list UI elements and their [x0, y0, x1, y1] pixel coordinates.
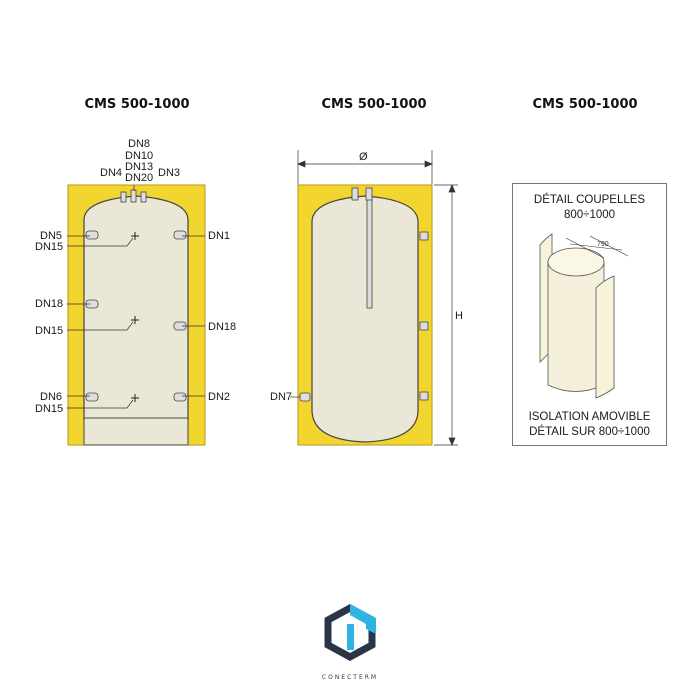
label-dn15-c: DN15: [35, 403, 63, 415]
label-dn13: DN13: [125, 161, 153, 173]
diameter-dimension: [297, 150, 433, 185]
right-shell: [595, 275, 615, 399]
label-diameter: Ø: [359, 151, 368, 163]
label-dn6: DN6: [40, 391, 62, 403]
label-790: 790: [597, 241, 609, 248]
middle-side-fittings: [299, 231, 429, 402]
left-tank-base: [83, 417, 189, 446]
detail-bottom-line1: ISOLATION AMOVIBLE: [528, 411, 651, 423]
left-top-fitting-a: [120, 191, 127, 203]
conecterm-logo-icon: [324, 604, 376, 661]
label-dn1: DN1: [208, 230, 230, 242]
middle-tank-body: [311, 195, 419, 443]
internal-tube: [366, 195, 373, 309]
left-sensor-marks: [131, 232, 139, 402]
detail-bottom-line2: DÉTAIL SUR 800÷1000: [529, 426, 650, 438]
title-middle: CMS 500-1000: [321, 97, 427, 112]
label-dn15-b: DN15: [35, 325, 63, 337]
label-dn4: DN4: [100, 167, 122, 179]
middle-top-fitting-b: [365, 187, 373, 201]
detail-title-line1: DÉTAIL COUPELLES: [533, 194, 646, 206]
label-dn7: DN7: [270, 391, 292, 403]
cylinder-top: [547, 247, 605, 277]
title-left: CMS 500-1000: [84, 97, 190, 112]
label-dn10: DN10: [125, 150, 153, 162]
middle-top-fitting-a: [351, 187, 359, 201]
left-top-fitting-c: [140, 191, 147, 203]
left-tank: [67, 184, 206, 446]
label-dn2: DN2: [208, 391, 230, 403]
left-side-fittings: [85, 230, 187, 402]
brand-name: CONECTERM: [321, 674, 379, 681]
height-dimension: [434, 184, 458, 446]
label-dn15-a: DN15: [35, 241, 63, 253]
label-dn8: DN8: [128, 138, 150, 150]
label-dn20: DN20: [125, 172, 153, 184]
left-leader-lines: [67, 185, 205, 409]
left-top-fitting-b: [130, 189, 137, 203]
label-dn18-right: DN18: [208, 321, 236, 333]
label-dn5: DN5: [40, 230, 62, 242]
detail-box: DÉTAIL COUPELLES 800÷1000 ISOLATION AMOV…: [512, 183, 667, 446]
detail-title-line2: 800÷1000: [563, 209, 616, 221]
label-height: H: [455, 310, 463, 322]
detail-drawing: [539, 233, 629, 399]
label-dn3: DN3: [158, 167, 180, 179]
middle-tank: [290, 150, 458, 446]
title-right: CMS 500-1000: [532, 97, 638, 112]
label-dn18-left: DN18: [35, 298, 63, 310]
left-tank-body: [83, 195, 189, 421]
